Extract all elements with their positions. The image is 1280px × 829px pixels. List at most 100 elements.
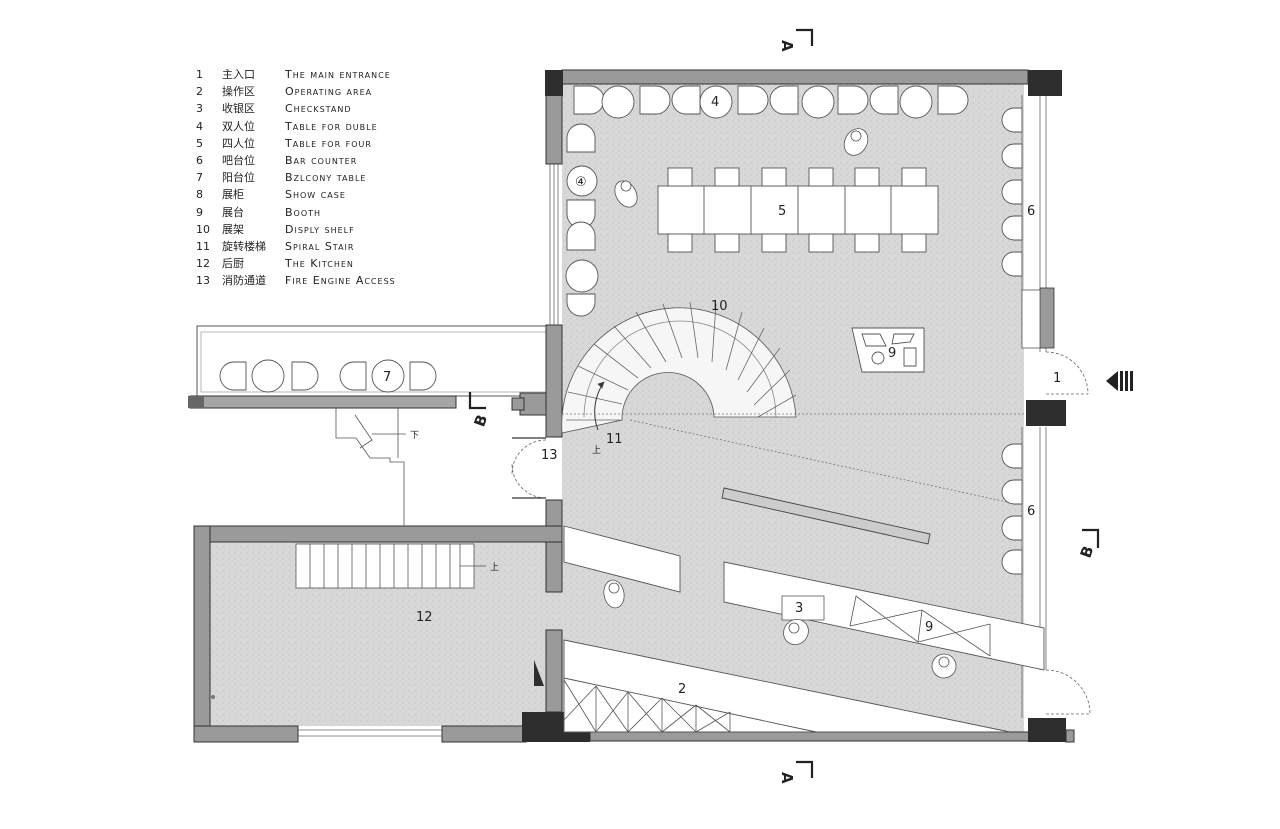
bar-stools bbox=[1001, 107, 1023, 575]
legend-number: 10 bbox=[196, 222, 210, 236]
section-markers bbox=[468, 28, 1100, 778]
kitchen-stair bbox=[295, 543, 486, 589]
legend-number: 12 bbox=[196, 257, 210, 271]
walls bbox=[189, 69, 1075, 743]
legend-chinese: 操作区 bbox=[222, 85, 255, 99]
legend-number: 6 bbox=[196, 153, 203, 167]
legend-english: Bar counter bbox=[285, 153, 358, 167]
legend-chinese: 收银区 bbox=[222, 102, 255, 116]
legend-number: 11 bbox=[196, 239, 210, 253]
legend-number: 8 bbox=[196, 188, 203, 202]
legend-number: 4 bbox=[196, 119, 203, 133]
label-9-top: 9 bbox=[888, 346, 896, 361]
section-mark-b-left: B bbox=[470, 412, 491, 429]
legend-chinese: 阳台位 bbox=[222, 171, 255, 185]
show-case bbox=[1039, 287, 1055, 349]
legend-chinese: 旋转楼梯 bbox=[222, 239, 266, 253]
label-10: 10 bbox=[711, 299, 728, 314]
people bbox=[603, 128, 957, 679]
show-case-frame bbox=[1021, 289, 1041, 349]
label-7: 7 bbox=[383, 370, 391, 385]
long-table bbox=[657, 185, 939, 235]
legend-item: 10 展架 Disply shelf bbox=[196, 221, 396, 238]
kitchen-drain bbox=[211, 695, 215, 699]
legend-chinese: 吧台位 bbox=[222, 153, 255, 167]
legend-chinese: 主入口 bbox=[222, 68, 255, 81]
legend-chinese: 双人位 bbox=[222, 119, 255, 133]
legend-item: 8 展柜 Show case bbox=[196, 186, 396, 203]
legend-number: 13 bbox=[196, 274, 210, 288]
legend-english: Show case bbox=[285, 188, 346, 202]
legend-item: 6 吧台位 Bar counter bbox=[196, 152, 396, 169]
legend-item: 7 阳台位 Bzlcony table bbox=[196, 169, 396, 186]
section-mark-a-bottom: A bbox=[778, 772, 796, 784]
display-shelf bbox=[721, 487, 931, 545]
door-leaves bbox=[512, 437, 546, 499]
entrance-arrow-icon bbox=[1106, 371, 1133, 391]
legend-number: 9 bbox=[196, 205, 203, 219]
legend-english: The main entrance bbox=[285, 68, 391, 81]
legend-chinese: 消防通道 bbox=[222, 274, 266, 288]
legend-chinese: 展台 bbox=[222, 205, 244, 219]
legend-item: 13 消防通道 Fire Engine Access bbox=[196, 272, 396, 289]
balcony-seating bbox=[219, 359, 437, 393]
doors bbox=[511, 351, 1091, 715]
label-13: 13 bbox=[541, 448, 558, 463]
label-up-spiral: 上 bbox=[592, 445, 601, 456]
legend-english: Spiral Stair bbox=[285, 239, 355, 253]
legend-number: 1 bbox=[196, 68, 203, 81]
label-12: 12 bbox=[416, 610, 433, 625]
legend-chinese: 后厨 bbox=[222, 257, 244, 271]
balcony-outline bbox=[196, 325, 548, 397]
label-6-top: 6 bbox=[1027, 204, 1035, 219]
legend-item: 2 操作区 Operating area bbox=[196, 83, 396, 100]
legend-english: Fire Engine Access bbox=[285, 274, 396, 288]
booth-top bbox=[851, 327, 925, 373]
label-4-circled: ④ bbox=[575, 175, 587, 190]
section-mark-a-top: A bbox=[778, 40, 796, 52]
legend-item: 1 主入口 The main entrance bbox=[196, 66, 396, 83]
counters bbox=[563, 525, 1045, 733]
label-up-kitchen: 上 bbox=[490, 562, 499, 573]
legend-english: Table for four bbox=[285, 136, 372, 150]
legend-english: Booth bbox=[285, 205, 322, 219]
left-seating bbox=[565, 123, 599, 317]
legend-chinese: 四人位 bbox=[222, 136, 255, 150]
legend-number: 7 bbox=[196, 171, 203, 185]
axis-lines bbox=[562, 413, 1026, 505]
legend-english: Disply shelf bbox=[285, 222, 355, 236]
label-5: 5 bbox=[778, 204, 786, 219]
section-mark-b-right: B bbox=[1077, 543, 1098, 560]
legend-chinese: 展架 bbox=[222, 222, 244, 236]
legend-chinese: 展柜 bbox=[222, 188, 244, 202]
legend-english: Operating area bbox=[285, 85, 373, 99]
label-3: 3 bbox=[795, 601, 803, 616]
legend-item: 11 旋转楼梯 Spiral Stair bbox=[196, 238, 396, 255]
label-down-balcony: 下 bbox=[410, 431, 419, 441]
legend-number: 5 bbox=[196, 136, 203, 150]
label-9-bottom: 9 bbox=[925, 620, 933, 635]
legend-english: The Kitchen bbox=[285, 257, 354, 271]
legend-number: 3 bbox=[196, 102, 203, 116]
long-table-chairs bbox=[667, 167, 927, 253]
label-4: 4 bbox=[711, 95, 719, 110]
balcony-stair bbox=[335, 408, 406, 526]
legend-number: 2 bbox=[196, 85, 203, 99]
operating-cabinets bbox=[563, 679, 731, 733]
booth-cases bbox=[781, 595, 991, 657]
legend-english: Table for duble bbox=[285, 119, 378, 133]
label-1: 1 bbox=[1053, 371, 1061, 386]
legend-item: 3 收银区 Checkstand bbox=[196, 100, 396, 117]
legend-item: 9 展台 Booth bbox=[196, 204, 396, 221]
legend-english: Checkstand bbox=[285, 102, 352, 116]
legend-item: 12 后厨 The Kitchen bbox=[196, 255, 396, 272]
top-seating bbox=[573, 85, 969, 119]
label-11: 11 bbox=[606, 432, 623, 447]
legend-english: Bzlcony table bbox=[285, 171, 367, 185]
label-2: 2 bbox=[678, 682, 686, 697]
label-6-bottom: 6 bbox=[1027, 504, 1035, 519]
legend-item: 5 四人位 Table for four bbox=[196, 135, 396, 152]
spiral-stair bbox=[561, 301, 797, 434]
